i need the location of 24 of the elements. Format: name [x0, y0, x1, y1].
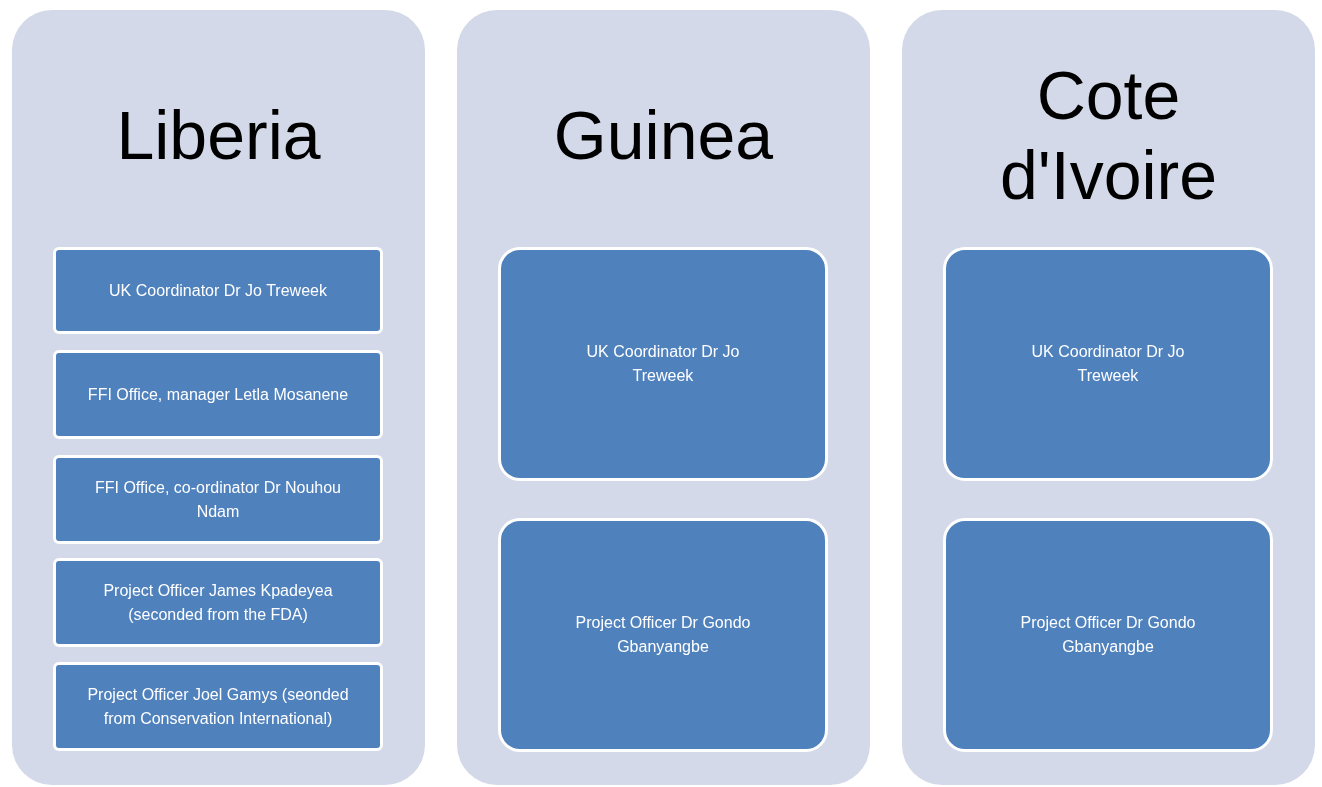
role-text: UK Coordinator Dr Jo Treweek	[1030, 342, 1186, 386]
country-panel	[457, 10, 870, 785]
country-title: Guinea	[553, 96, 774, 175]
role-text: Project Officer Dr Gondo Gbanyangbe	[1019, 613, 1197, 657]
role-box	[943, 518, 1273, 752]
role-text: Project Officer James Kpadeyea (seconded from the FDA)	[102, 580, 334, 625]
role-text: FFI Office, co-ordinator Dr Nouhou Ndam	[94, 477, 342, 522]
country-panel	[12, 10, 425, 785]
role-text: UK Coordinator Dr Jo Treweek	[109, 280, 327, 301]
role-box	[53, 455, 383, 544]
role-text: FFI Office, manager Letla Mosanene	[87, 384, 349, 405]
role-text: Project Officer Joel Gamys (seonded from Conservation International)	[86, 684, 350, 729]
role-box	[53, 350, 383, 439]
role-box	[943, 247, 1273, 481]
role-box	[53, 558, 383, 647]
role-box	[498, 247, 828, 481]
country-title: Liberia	[116, 96, 321, 175]
role-box	[53, 662, 383, 751]
country-title: Cote d'Ivoire	[998, 56, 1219, 215]
role-text: UK Coordinator Dr Jo Treweek	[585, 342, 741, 386]
country-panel	[902, 10, 1315, 785]
role-text: Project Officer Dr Gondo Gbanyangbe	[574, 613, 752, 657]
role-box	[53, 247, 383, 334]
role-box	[498, 518, 828, 752]
